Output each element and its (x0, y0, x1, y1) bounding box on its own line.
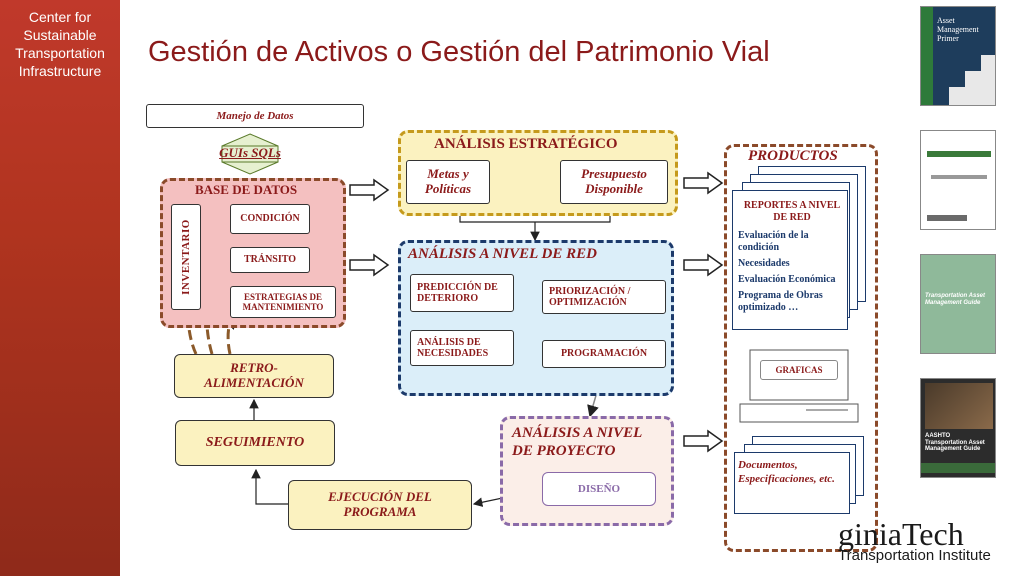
analisis-red-title: ANÁLISIS A NIVEL DE RED (408, 246, 597, 262)
transito-box: TRÁNSITO (230, 247, 310, 273)
metas-box: Metas y Políticas (406, 160, 490, 204)
base-to-estrategico-arrow-icon (349, 178, 390, 202)
reportes-item-4: Programa de Obras optimizado … (738, 290, 823, 313)
inventario-box: INVENTARIO (171, 204, 201, 310)
reportes-title: REPORTES A NIVEL DE RED (743, 200, 841, 223)
estrategico-to-productos-arrow-icon (683, 171, 724, 195)
ejecucion-box: EJECUCIÓN DEL PROGRAMA (288, 480, 472, 530)
doc-stack-front (732, 190, 848, 330)
thumbnail-4-footer-bar (921, 463, 995, 473)
sidebar-line-4: Infrastructure (18, 63, 102, 79)
sidebar-panel: Center for Sustainable Transportation In… (0, 0, 120, 576)
sidebar-line-1: Center for (28, 9, 92, 25)
analisis-red-panel (398, 240, 674, 396)
transportation-institute-text: Transportation Institute (838, 547, 991, 564)
base-datos-title: BASE DE DATOS (195, 182, 298, 197)
thumbnail-4-title: AASHTO Transportation Asset Management G… (925, 433, 985, 453)
priorizacion-box: PRIORIZACIÓN / OPTIMIZACIÓN (542, 280, 666, 314)
documentos-label: Documentos, Especificaciones, etc. (738, 459, 835, 486)
thumbnail-2-footer-bar (927, 215, 967, 221)
diseno-box: DISEÑO (542, 472, 656, 506)
graficas-label: GRAFICAS (760, 360, 838, 380)
reportes-item-2: Necesidades (738, 258, 790, 269)
thumbnail-4-image (925, 383, 993, 429)
reportes-text: REPORTES A NIVEL DE RED Evaluación de la… (738, 200, 846, 318)
thumbnail-transportation-asset-guide: Transportation Asset Management Guide (920, 254, 996, 354)
estrategias-box: ESTRATEGIAS DE MANTENIMIENTO (230, 286, 336, 318)
manejo-datos-label: Manejo de Datos (146, 104, 364, 128)
thumbnail-2-header-bar (927, 151, 991, 157)
doc2-stack-front (734, 452, 850, 514)
analisis-estrategico-title: ANÁLISIS ESTRATÉGICO (434, 136, 618, 152)
analisis-proyecto-title: ANÁLISIS A NIVEL DE PROYECTO (512, 425, 642, 459)
inventario-label: INVENTARIO (180, 219, 192, 295)
retroalimentacion-box: RETRO-ALIMENTACIÓN (174, 354, 334, 398)
virginia-tech-logo-text: giniaTech (838, 516, 964, 552)
page-title: Gestión de Activos o Gestión del Patrimo… (148, 36, 770, 68)
thumbnail-1-title: Asset Management Primer (937, 16, 979, 43)
guis-arrow-icon (221, 133, 279, 175)
proyecto-to-productos-arrow-icon (683, 429, 724, 453)
guis-sqls-label: GUIs SQLs (219, 145, 281, 160)
analisis-proyecto-panel (500, 416, 674, 526)
thumbnail-2-text-bar (931, 175, 987, 179)
seguimiento-box: SEGUIMIENTO (175, 420, 335, 466)
programacion-box: PROGRAMACIÓN (542, 340, 666, 368)
productos-title: PRODUCTOS (748, 148, 838, 164)
sidebar-line-3: Transportation (15, 45, 105, 61)
prediccion-box: PREDICCIÓN DE DETERIORO (410, 274, 514, 312)
thumbnail-management-guide-white (920, 130, 996, 230)
thumbnail-3-title: Transportation Asset Management Guide (925, 293, 986, 306)
thumbnail-asset-management-primer: Asset Management Primer (920, 6, 996, 106)
presupuesto-box: Presupuesto Disponible (560, 160, 668, 204)
condicion-box: CONDICIÓN (230, 204, 310, 234)
guis-sqls: GUIs SQLs (200, 138, 300, 170)
red-to-productos-arrow-icon (683, 253, 724, 277)
base-to-red-arrow-icon (349, 253, 390, 277)
sidebar-caption: Center for Sustainable Transportation In… (0, 8, 120, 80)
necesidades-box: ANÁLISIS DE NECESIDADES (410, 330, 514, 366)
reportes-item-3: Evaluación Económica (738, 274, 836, 285)
stairs-icon (921, 7, 995, 105)
thumbnail-aashto-guide: AASHTO Transportation Asset Management G… (920, 378, 996, 478)
sidebar-line-2: Sustainable (23, 27, 97, 43)
reportes-item-1: Evaluación de la condición (738, 230, 809, 253)
computer-icon (739, 349, 859, 423)
